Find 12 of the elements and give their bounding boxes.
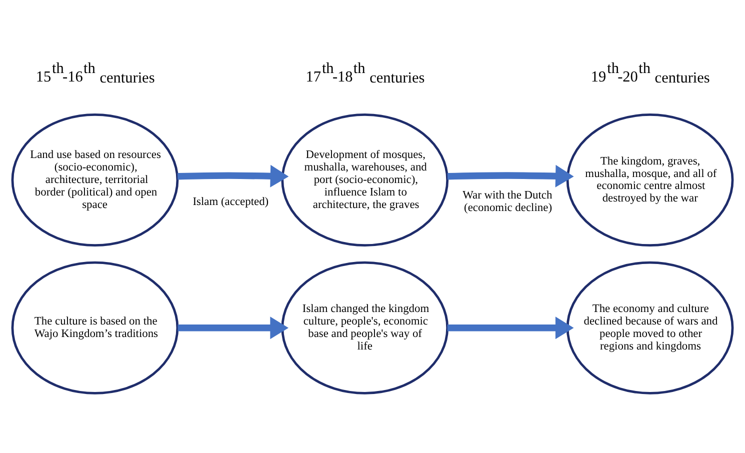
label: War with the Dutch (economic decline) [462,189,552,214]
arrow [178,316,288,339]
label: Islam (accepted) [192,195,269,208]
arrow [447,164,574,187]
arrow [177,164,289,187]
node-ellipse: Development of mosques, mushalla, warehouses, and port (socio-economic), influence Islam to architecture, the graves [281,113,449,246]
node-ellipse: The culture is based on the Wajo Kingdom’s traditions [11,260,179,394]
node-ellipse: Land use based on resources (socio-economic), architecture, territorial border (political) and open space [11,113,179,246]
arrow [447,316,574,339]
node-ellipse: The economy and culture declined because of wars and people moved to other regions and kingdoms [566,260,734,394]
node-ellipse: The kingdom, graves, mushalla, mosque, and all of economic centre almost destroyed by the war [566,113,734,246]
node-ellipse: Islam changed the kingdom culture, people's, economic base and people's way of life [281,260,449,394]
